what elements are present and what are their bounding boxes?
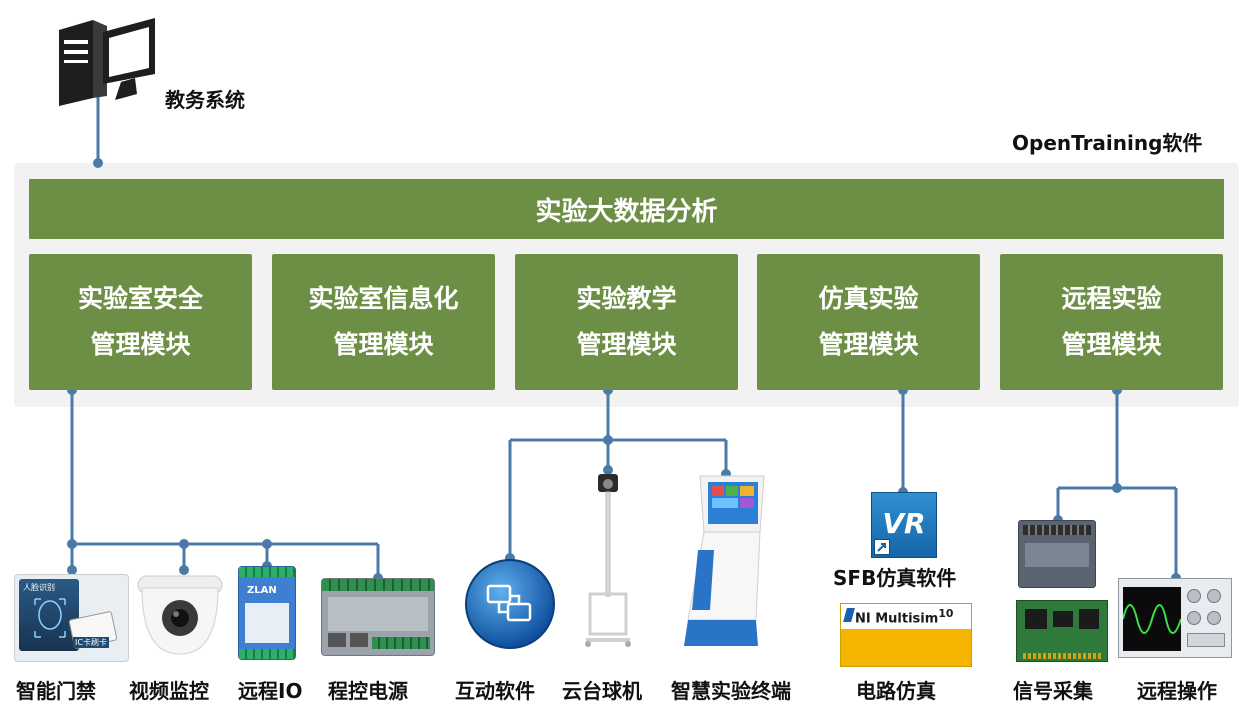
- knob-icon: [1207, 589, 1221, 603]
- multisim-logo-text: NI Multisim10: [855, 607, 953, 626]
- remote-experiment-module: 远程实验 管理模块: [1000, 254, 1223, 390]
- multisim-name: NI Multisim: [855, 611, 939, 627]
- module-line1: 实验室信息化: [308, 284, 459, 313]
- software-label: OpenTraining软件: [1012, 131, 1203, 155]
- daq-board-image: [1016, 600, 1108, 662]
- chip: [1079, 609, 1099, 629]
- ic-card-text: IC卡刷卡: [73, 637, 109, 648]
- ptz-camera-label: 云台球机: [562, 679, 642, 703]
- face-access-image: 人脸识别 IC卡刷卡: [14, 574, 129, 662]
- remote-io-image: ZLAN: [238, 566, 296, 660]
- lab-safety-module: 实验室安全 管理模块: [29, 254, 252, 390]
- smart-terminal-image: [684, 475, 765, 646]
- scope-screen: [1123, 587, 1181, 651]
- banner-title: 实验大数据分析: [535, 196, 718, 227]
- io-terminal-strip: [239, 567, 295, 577]
- computer-icon: [59, 18, 155, 106]
- module-line2: 管理模块: [818, 330, 919, 359]
- module-line1: 仿真实验: [818, 284, 919, 313]
- module-line1: 实验室安全: [77, 284, 203, 313]
- sine-wave-icon: [1123, 604, 1181, 634]
- interactive-software-icon: [465, 559, 555, 649]
- vr-shortcut-icon: VR: [871, 492, 937, 558]
- chip: [1053, 611, 1073, 627]
- big-data-banner: 实验大数据分析: [29, 179, 1224, 239]
- module-line2: 管理模块: [90, 330, 191, 359]
- signal-acquisition-label: 信号采集: [1013, 679, 1093, 703]
- ni-eagle-icon: [843, 608, 855, 622]
- face-access-label: 智能门禁: [16, 679, 96, 703]
- face-scan-icon: [34, 598, 66, 638]
- io-label-panel: [245, 603, 289, 643]
- plc-panel: [1025, 543, 1089, 567]
- plc-terminal: [1023, 525, 1091, 535]
- face-scan-panel: [19, 579, 79, 651]
- multisim-splash-image: NI Multisim10: [840, 603, 972, 667]
- knob-icon: [1187, 611, 1201, 625]
- module-line1: 实验教学: [576, 284, 677, 313]
- power-body: [328, 597, 428, 631]
- power-label: 程控电源: [328, 679, 408, 703]
- lab-informatization-module: 实验室信息化 管理模块: [272, 254, 495, 390]
- io-terminal-strip-bottom: [239, 649, 295, 659]
- smart-terminal-label: 智慧实验终端: [671, 679, 791, 703]
- power-port: [328, 633, 346, 647]
- module-line2: 管理模块: [576, 330, 677, 359]
- interactive-software-label: 互动软件: [455, 679, 535, 703]
- module-line1: 远程实验: [1061, 284, 1162, 313]
- academic-system-label: 教务系统: [165, 88, 245, 112]
- power-terminal-strip: [322, 579, 434, 591]
- video-monitor-label: 视频监控: [129, 679, 209, 703]
- experiment-teaching-module: 实验教学 管理模块: [515, 254, 738, 390]
- chip: [1025, 609, 1047, 629]
- sfb-label: SFB仿真软件: [833, 566, 957, 590]
- knob-icon: [1187, 589, 1201, 603]
- power-port: [350, 633, 368, 647]
- remote-operation-image: [1118, 578, 1232, 658]
- simulation-module: 仿真实验 管理模块: [757, 254, 980, 390]
- shortcut-arrow-icon: [874, 539, 890, 555]
- remote-io-label: 远程IO: [238, 679, 303, 703]
- power-controller-image: [321, 578, 435, 656]
- face-title-text: 人脸识别: [23, 583, 55, 592]
- control-field: [1187, 633, 1225, 647]
- power-terminal-strip-bottom: [372, 637, 430, 649]
- module-line2: 管理模块: [1061, 330, 1162, 359]
- remote-operation-label: 远程操作: [1137, 679, 1217, 703]
- zlan-logo-text: ZLAN: [247, 585, 277, 596]
- multisim-version: 10: [938, 607, 954, 620]
- vr-logo-text: VR: [882, 507, 926, 540]
- module-line2: 管理模块: [333, 330, 434, 359]
- pci-contacts: [1023, 653, 1101, 659]
- dome-camera-image: [137, 575, 223, 655]
- circuit-simulation-label: 电路仿真: [856, 679, 936, 703]
- knob-icon: [1207, 611, 1221, 625]
- plc-image: [1018, 520, 1096, 588]
- ptz-camera-image: [585, 474, 631, 647]
